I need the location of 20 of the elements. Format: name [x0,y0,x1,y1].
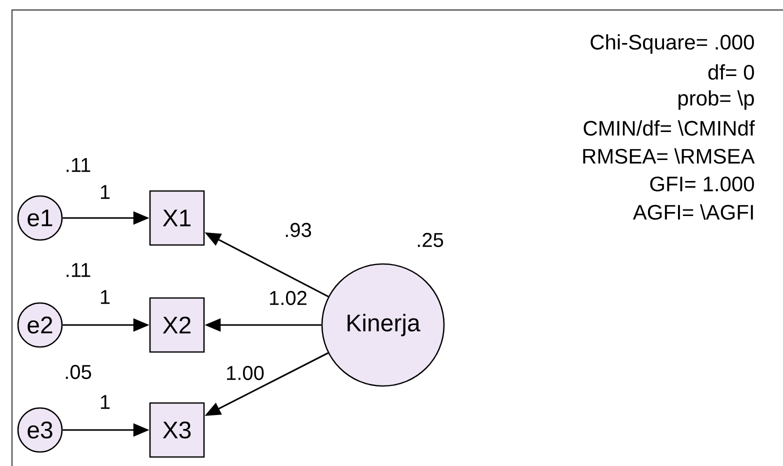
edge-label: 1 [98,184,112,200]
variance-label: .11 [66,263,90,277]
fit-statistic: CMIN/df= \CMINdf [584,120,755,136]
variance-label: .11 [66,158,90,172]
edge-label: 1 [98,289,112,305]
edge-label: 1.00 [224,364,266,382]
fit-statistic: Chi-Square= .000 [590,34,754,54]
fit-statistic: GFI= 1.000 [650,176,754,192]
edge-label: 1.02 [268,290,308,306]
edge-label: 1 [98,394,112,410]
fit-statistic: df= 0 [708,64,754,80]
variance-label: .05 [66,364,92,380]
observed-box: X2 [149,297,205,353]
observed-box: X1 [149,190,205,246]
observed-box: X3 [149,402,205,458]
fit-statistic: AGFI= \AGFI [632,204,753,220]
fit-statistic: prob= \p [678,90,754,110]
fit-statistic: RMSEA= \RMSEA [583,148,755,164]
edge-label: .93 [283,222,313,238]
variance-label: .25 [418,232,444,248]
